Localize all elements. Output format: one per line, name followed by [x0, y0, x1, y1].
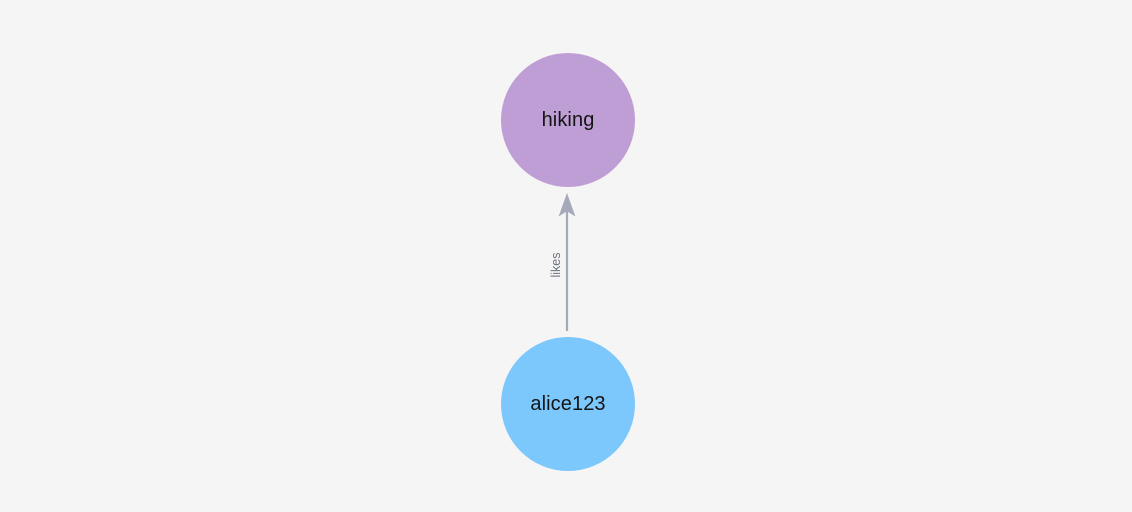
graph-node-hiking[interactable]: hiking: [501, 53, 635, 187]
edge-label-likes: likes: [548, 252, 563, 278]
graph-node-alice123[interactable]: alice123: [501, 337, 635, 471]
graph-node-label: alice123: [530, 393, 606, 415]
edge-likes[interactable]: [558, 193, 576, 331]
graph-node-label: hiking: [541, 109, 595, 131]
edge-arrowhead-icon: [558, 193, 576, 217]
